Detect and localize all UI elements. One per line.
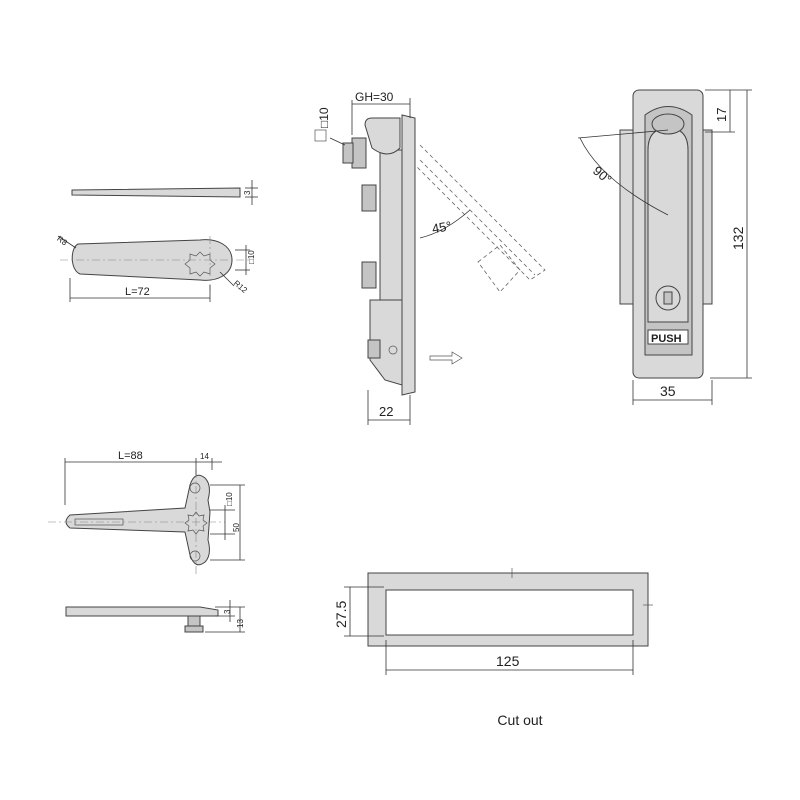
lock-gh-label: GH=30 bbox=[355, 90, 394, 104]
front-angle-label: 90° bbox=[590, 163, 615, 187]
lock-square-label: □10 bbox=[317, 107, 331, 128]
push-plate bbox=[647, 329, 689, 345]
cutout-width-label: 125 bbox=[496, 653, 520, 669]
lock-front-view: PUSH 90° 17 132 35 bbox=[577, 89, 752, 405]
lever1-radius-large-label: R12 bbox=[232, 279, 249, 296]
lever2-height-label: 13 bbox=[236, 619, 245, 628]
lever2-square-label: □10 bbox=[225, 492, 234, 506]
front-height-label: 132 bbox=[730, 226, 746, 250]
lever2-length-label: L=88 bbox=[118, 450, 143, 462]
lock-depth-label: 22 bbox=[379, 404, 393, 419]
front-top-label: 17 bbox=[714, 108, 729, 122]
lock-side-view: GH=30 □10 45° 22 bbox=[314, 90, 546, 425]
lever1-length-label: L=72 bbox=[125, 286, 150, 298]
lever2-width-label: 50 bbox=[232, 523, 241, 532]
lever2-thickness-label: 3 bbox=[223, 609, 232, 614]
lever2-top-view: L=88 14 □10 50 bbox=[48, 450, 245, 575]
lever2-side-view: 3 13 bbox=[65, 600, 245, 633]
front-width-label: 35 bbox=[660, 383, 676, 399]
lever1-square-label: □10 bbox=[247, 250, 256, 264]
lock-angle-label: 45° bbox=[431, 218, 453, 236]
lever2-offset-label: 14 bbox=[200, 452, 209, 461]
push-label: PUSH bbox=[651, 333, 682, 345]
lever1-thickness-label: 3 bbox=[243, 190, 252, 195]
cutout-height-label: 27.5 bbox=[333, 601, 349, 628]
lever1-radius-small-label: R8 bbox=[55, 234, 69, 248]
cutout-caption: Cut out bbox=[497, 712, 543, 728]
lever1-top-view: R8 L=72 □10 R12 bbox=[55, 234, 256, 302]
lever1-side-view: 3 bbox=[71, 180, 258, 205]
cutout-view: 27.5 125 bbox=[333, 568, 653, 675]
